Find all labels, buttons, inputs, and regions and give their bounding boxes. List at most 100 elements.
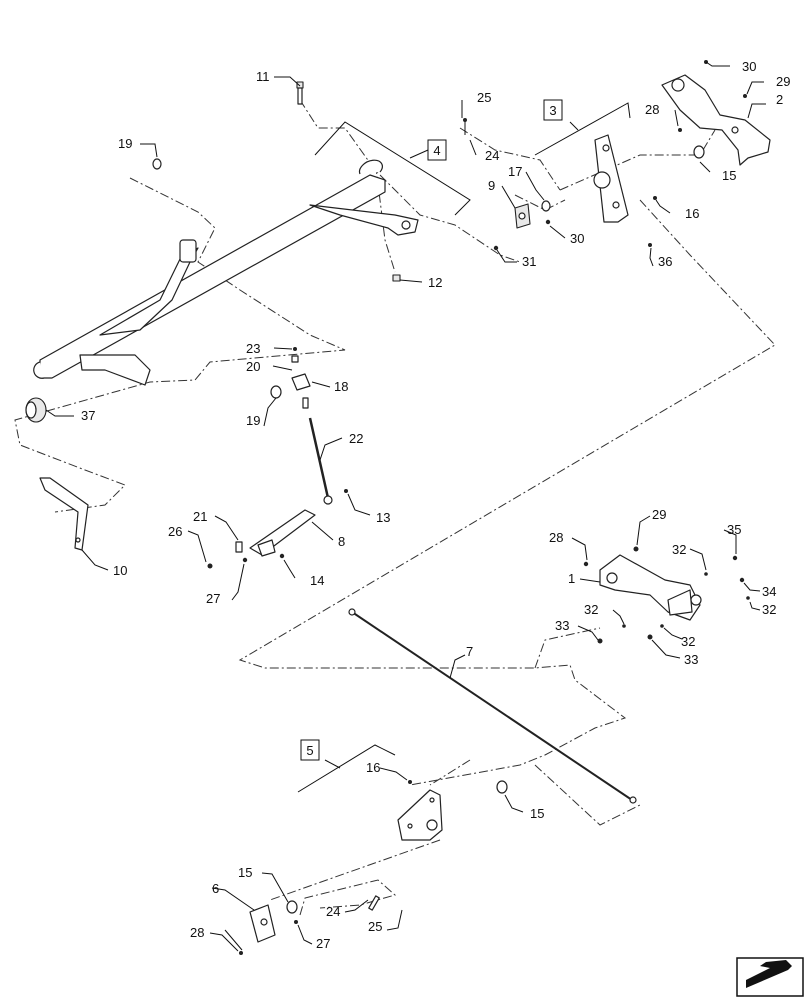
callout-9: 9 [488, 178, 495, 193]
assembly-lines [14, 99, 776, 916]
callout-33-b: 33 [684, 652, 698, 667]
callout-28-top: 28 [645, 102, 659, 117]
part-18-pin [302, 397, 309, 409]
callout-28-mid: 28 [549, 530, 563, 545]
part-36-bolt [648, 243, 652, 247]
part-1-hinge-assembly [599, 554, 702, 621]
part-13-bolt [344, 489, 348, 493]
part-3-pivot-arm [593, 134, 629, 223]
callout-25-bottom: 25 [368, 919, 382, 934]
callout-19-mid: 19 [246, 413, 260, 428]
part-15-washer-top [693, 145, 705, 159]
part-32-washer-c [622, 624, 626, 628]
reference-box-3: 3 [543, 99, 563, 121]
part-21-pin [235, 541, 243, 553]
part-17-washer [541, 200, 551, 212]
reference-brackets [297, 102, 631, 793]
callout-22: 22 [349, 431, 363, 446]
part-32-washer-a [704, 572, 708, 576]
callout-17: 17 [508, 164, 522, 179]
part-27-bolt-bottom [294, 920, 298, 924]
part-22-rod [308, 417, 333, 505]
part-11-bolt [296, 81, 304, 105]
callout-16-top: 16 [685, 206, 699, 221]
part-30-bolt-lower [545, 219, 551, 225]
callout-33-a: 33 [555, 618, 569, 633]
callout-37: 37 [81, 408, 95, 423]
part-15-washer-mid [496, 780, 508, 794]
part-6-plate [249, 904, 276, 943]
part-31-bolt [493, 245, 499, 251]
part-28-bolt-bottom [239, 951, 243, 955]
part-20-spacer [291, 355, 299, 363]
callout-32-a: 32 [672, 542, 686, 557]
part-9-plate [514, 203, 531, 229]
part-5-bracket [397, 789, 443, 841]
callout-29-mid: 29 [652, 507, 666, 522]
callout-18: 18 [334, 379, 348, 394]
part-7-cable [348, 608, 637, 804]
part-8-lever [249, 509, 316, 557]
part-24-pin-bottom [368, 895, 380, 911]
nav-arrow-icon[interactable] [736, 957, 804, 997]
part-23-bolt [293, 347, 297, 351]
callout-16-bottom: 16 [366, 760, 380, 775]
part-14-bolt [279, 553, 285, 559]
reference-box-4: 4 [427, 139, 447, 161]
part-19-washer-mid [270, 385, 282, 399]
callout-13: 13 [376, 510, 390, 525]
callout-10: 10 [113, 563, 127, 578]
callout-21: 21 [193, 509, 207, 524]
part-33-nut-b [647, 634, 653, 640]
callout-25-top: 25 [477, 90, 491, 105]
box-label-3: 3 [549, 103, 556, 118]
callout-34: 34 [762, 584, 776, 599]
reference-box-5: 5 [300, 739, 320, 761]
callout-14: 14 [310, 573, 324, 588]
leader-lines [45, 61, 766, 952]
callout-35: 35 [727, 522, 741, 537]
part-10-bracket [39, 477, 89, 551]
callout-24-bottom: 24 [326, 904, 340, 919]
box-label-5: 5 [306, 743, 313, 758]
callout-32-d: 32 [681, 634, 695, 649]
part-27-bolt-mid [242, 557, 248, 563]
part-16-bolt-bottom [408, 780, 412, 784]
part-2-hinge-bracket [661, 74, 771, 166]
callout-29-top: 29 [776, 74, 790, 89]
part-12-nut [392, 274, 401, 282]
part-19-washer-top [152, 158, 162, 170]
callout-30-mid: 30 [570, 231, 584, 246]
callout-7: 7 [466, 644, 473, 659]
callout-11: 11 [256, 69, 270, 84]
callout-19-top: 19 [118, 136, 132, 151]
main-frame [33, 159, 419, 386]
callout-15-bottom: 15 [238, 865, 252, 880]
callout-8: 8 [338, 534, 345, 549]
part-24-pin-top [463, 118, 467, 135]
part-32-washer-b [746, 596, 750, 600]
box-label-4: 4 [433, 143, 440, 158]
callout-32-b: 32 [584, 602, 598, 617]
part-18-clevis [291, 373, 311, 391]
callout-2: 2 [776, 92, 783, 107]
callout-23: 23 [246, 341, 260, 356]
callout-6: 6 [212, 881, 219, 896]
callout-27-bottom: 27 [316, 936, 330, 951]
callout-36: 36 [658, 254, 672, 269]
part-33-nut-a [597, 638, 603, 644]
part-28-bolt-mid [583, 561, 589, 567]
part-26-bolt [207, 563, 213, 569]
part-35-bolt [732, 555, 738, 561]
callout-32-c: 32 [762, 602, 776, 617]
callout-12: 12 [428, 275, 442, 290]
callout-24-top: 24 [485, 148, 499, 163]
part-28-bolt-top [678, 128, 682, 132]
part-29-bolt-top [743, 94, 747, 98]
part-29-bolt-mid [633, 546, 639, 552]
callout-15-top: 15 [722, 168, 736, 183]
callout-28-bottom: 28 [190, 925, 204, 940]
callout-1: 1 [568, 571, 575, 586]
